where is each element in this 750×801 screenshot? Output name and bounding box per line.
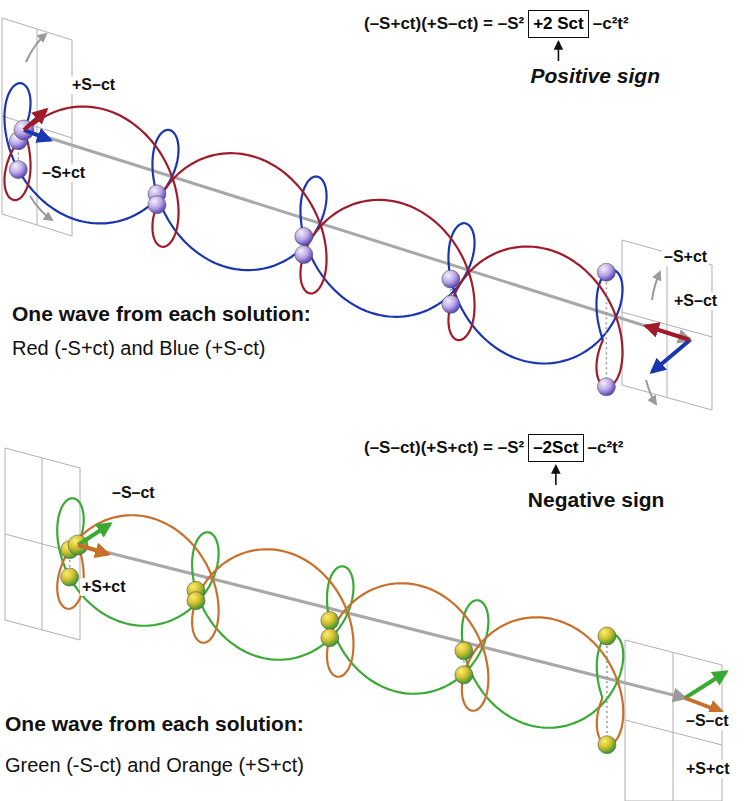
wave-label: +S–ct <box>672 292 719 310</box>
dotted-link <box>606 636 608 745</box>
particle <box>442 270 460 288</box>
pointer-arrow <box>555 466 557 485</box>
sign-note: Positive sign <box>530 64 660 88</box>
equation-term: –c²t² <box>593 14 629 34</box>
wave-label: +S–ct <box>70 76 117 94</box>
field-vector <box>24 130 50 140</box>
equation-term: (–S+ct)(+S–ct) = –S² <box>364 14 524 34</box>
field-vector <box>685 698 722 712</box>
particle <box>61 568 79 586</box>
particle <box>295 246 313 264</box>
particle <box>598 627 616 645</box>
wave-label: +S+ct <box>80 578 128 596</box>
caption-text: Red (-S+ct) and Blue (+S-ct) <box>12 337 265 360</box>
equation-term: (–S–ct)(+S+ct) = –S² <box>364 438 524 458</box>
particle <box>455 642 473 660</box>
boxed-term-text: +2 Sct <box>533 14 584 34</box>
particle <box>455 666 473 684</box>
equation-row: (–S+ct)(+S–ct) = –S² –c²t² +2 Sct <box>364 10 629 38</box>
frame-planes <box>2 18 722 801</box>
caption-text: One wave from each solution: <box>5 712 304 736</box>
boxed-term-text: –2Sct <box>533 438 578 458</box>
equation-row: (–S–ct)(+S+ct) = –S² –c²t² –2Sct <box>364 434 623 462</box>
wave-curve <box>4 107 622 387</box>
equation-term: –c²t² <box>588 438 624 458</box>
particle <box>597 378 615 396</box>
boxed-term: +2 Sct <box>528 10 589 38</box>
particle <box>321 629 339 647</box>
particle <box>321 612 339 630</box>
helix-pair <box>4 83 690 396</box>
particle <box>598 736 616 754</box>
field-vector <box>646 326 690 340</box>
wave-curve <box>57 515 623 745</box>
field-vector <box>78 545 108 554</box>
boxed-term: –2Sct <box>528 434 583 462</box>
field-vector <box>685 672 726 698</box>
particle <box>187 592 205 610</box>
pointer-arrow <box>558 42 560 61</box>
sign-arrows <box>556 42 559 485</box>
wave-label: –S+ct <box>40 164 87 182</box>
caption-text: One wave from each solution: <box>12 302 311 326</box>
particle <box>148 196 166 214</box>
field-vector <box>24 110 46 130</box>
wave-label: –S–ct <box>110 484 157 502</box>
wave-curve <box>57 498 623 728</box>
particle <box>442 295 460 313</box>
caption-text: Green (-S-ct) and Orange (+S+ct) <box>5 754 304 777</box>
dotted-link <box>606 272 608 387</box>
wave-label: –S+ct <box>662 248 709 266</box>
particle <box>9 161 27 179</box>
wave-label: –S–ct <box>684 712 731 730</box>
field-vector <box>78 524 110 545</box>
particle <box>295 227 313 245</box>
wave-curve <box>4 83 622 363</box>
sign-note: Negative sign <box>528 488 665 512</box>
particle <box>597 263 615 281</box>
wave-label: +S+ct <box>684 760 732 778</box>
helix-waves <box>4 83 726 753</box>
field-vector <box>652 340 690 372</box>
